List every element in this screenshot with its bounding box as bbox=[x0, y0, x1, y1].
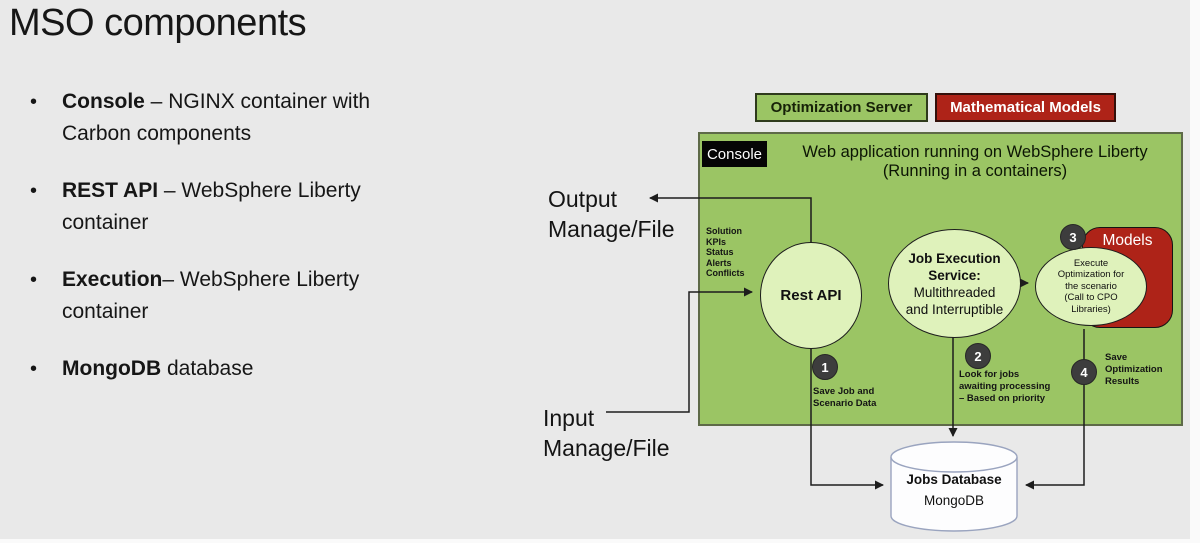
bullet-marker: • bbox=[30, 358, 38, 380]
input-manage-file-label: Input Manage/File bbox=[543, 405, 670, 461]
bullet-marker: • bbox=[30, 180, 38, 202]
console-tag: Console bbox=[702, 141, 767, 167]
output-manage-file-label: Output Manage/File bbox=[548, 186, 675, 242]
bullet-term: Execution bbox=[62, 268, 163, 291]
legend-optimization-server: Optimization Server bbox=[755, 93, 928, 122]
bullet-text: – WebSphere Liberty container bbox=[62, 179, 361, 234]
bullet-term: REST API bbox=[62, 179, 159, 202]
bullet-text: – WebSphere Liberty container bbox=[62, 268, 360, 323]
bullet-term: Console bbox=[62, 90, 145, 113]
legend-mathematical-models: Mathematical Models bbox=[935, 93, 1116, 122]
component-bullet-list: • Console – NGINX container with Carbon … bbox=[30, 86, 430, 410]
database-type: MongoDB bbox=[923, 493, 985, 508]
right-margin bbox=[1190, 0, 1200, 543]
bullet-console: • Console – NGINX container with Carbon … bbox=[30, 86, 430, 150]
jes-title: Job Execution Service: bbox=[908, 250, 1001, 283]
bullet-text: – NGINX container with Carbon components bbox=[62, 90, 371, 145]
webapp-title: Web application running on WebSphere Lib… bbox=[802, 143, 1148, 180]
page-title: MSO components bbox=[9, 2, 307, 44]
bottom-margin bbox=[0, 539, 1200, 543]
rest-api-node: Rest API bbox=[760, 242, 862, 349]
solution-kpi-list: Solution KPIs Status Alerts Conflicts bbox=[706, 226, 745, 278]
bullet-execution: • Execution– WebSphere Liberty container bbox=[30, 264, 430, 328]
step-badge-4: 4 bbox=[1071, 359, 1097, 385]
bullet-rest-api: • REST API – WebSphere Liberty container bbox=[30, 175, 430, 239]
step-note-1: Save Job and Scenario Data bbox=[813, 386, 877, 409]
execute-optimization-node: Execute Optimization for the scenario (C… bbox=[1035, 247, 1147, 326]
jes-subtitle: Multithreaded and Interruptible bbox=[905, 284, 1004, 317]
job-execution-service-node: Job Execution Service: Multithreaded and… bbox=[888, 229, 1021, 338]
jobs-database-label: Jobs Database MongoDB bbox=[890, 469, 1018, 511]
step-badge-3: 3 bbox=[1060, 224, 1086, 250]
step-note-2: Look for jobs awaiting processing – Base… bbox=[959, 369, 1051, 404]
database-name: Jobs Database bbox=[906, 472, 1002, 487]
step-note-4: Save Optimization Results bbox=[1105, 352, 1163, 387]
bullet-mongodb: • MongoDB database bbox=[30, 353, 430, 385]
bullet-marker: • bbox=[30, 269, 38, 291]
bullet-text: database bbox=[161, 357, 254, 380]
bullet-marker: • bbox=[30, 91, 38, 113]
step-badge-1: 1 bbox=[812, 354, 838, 380]
bullet-term: MongoDB bbox=[62, 357, 162, 380]
step-badge-2: 2 bbox=[965, 343, 991, 369]
